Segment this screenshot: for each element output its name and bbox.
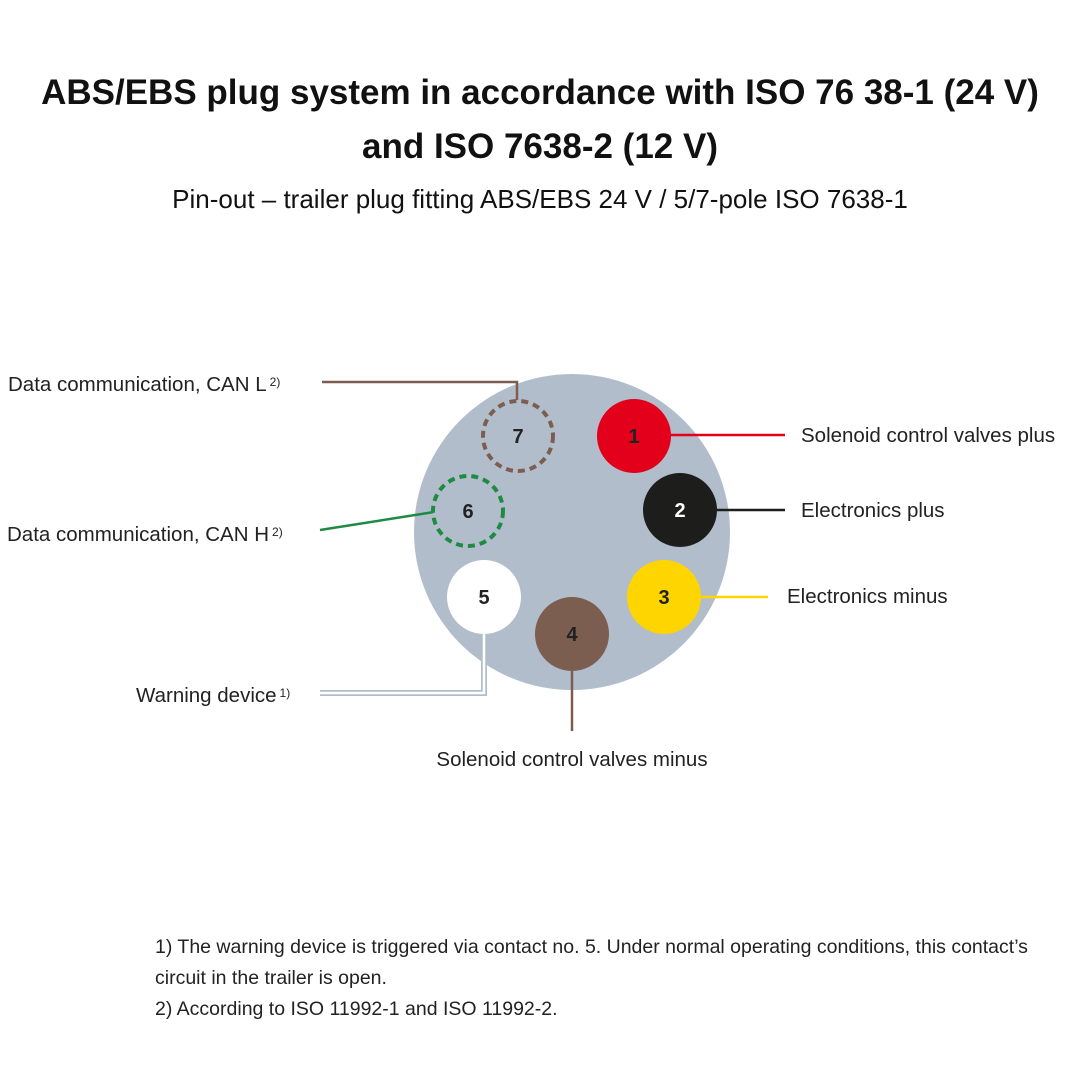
pin-6-number: 6 <box>462 501 473 523</box>
label-pin-5-footnote: 1) <box>279 686 291 700</box>
label-pin-3-text: Electronics minus <box>787 585 948 608</box>
label-pin-3: Electronics minus <box>787 584 948 610</box>
pin-2-number: 2 <box>674 500 685 522</box>
label-pin-7-footnote: 2) <box>269 375 281 389</box>
label-pin-6-text: Data communication, CAN H <box>7 523 270 546</box>
label-pin-4-text: Solenoid control valves minus <box>436 748 708 771</box>
pin-6 <box>431 474 505 548</box>
footnote-2: 2) According to ISO 11992-1 and ISO 1199… <box>155 998 558 1020</box>
pin-4 <box>535 597 609 671</box>
pin-1 <box>597 399 671 473</box>
footnote-1: 1) The warning device is triggered via c… <box>155 936 1028 989</box>
pin-4-number: 4 <box>566 624 578 646</box>
label-pin-1: Solenoid control valves plus <box>801 423 1080 449</box>
wire-pin-5 <box>320 630 486 695</box>
label-pin-4: Solenoid control valves minus <box>0 747 1080 773</box>
pin-7-number: 7 <box>512 426 523 448</box>
page-title: ABS/EBS plug system in accordance with I… <box>0 66 1080 174</box>
label-pin-1-text: Solenoid control valves plus <box>801 424 1056 447</box>
pin-5 <box>447 560 521 634</box>
label-pin-7-text: Data communication, CAN L <box>8 373 267 396</box>
pin-7 <box>481 399 555 473</box>
title-line-1: ABS/EBS plug system in accordance with I… <box>41 73 1039 112</box>
wire-pin-7 <box>322 380 519 400</box>
pin-3 <box>627 560 701 634</box>
wire-pin-6 <box>319 510 435 532</box>
pin-1-number: 1 <box>628 426 639 448</box>
label-pin-5-text: Warning device <box>136 684 277 707</box>
title-line-2: and ISO 7638-2 (12 V) <box>362 127 718 166</box>
footnotes: 1) The warning device is triggered via c… <box>155 932 1075 1025</box>
label-pin-2: Electronics plus <box>801 498 945 524</box>
label-pin-2-text: Electronics plus <box>801 499 945 522</box>
pin-3-number: 3 <box>658 587 669 609</box>
label-pin-6-footnote: 2) <box>272 525 283 539</box>
page-subtitle: Pin-out – trailer plug fitting ABS/EBS 2… <box>172 184 908 214</box>
pin-2 <box>643 473 717 547</box>
pin-5-number: 5 <box>478 587 489 609</box>
